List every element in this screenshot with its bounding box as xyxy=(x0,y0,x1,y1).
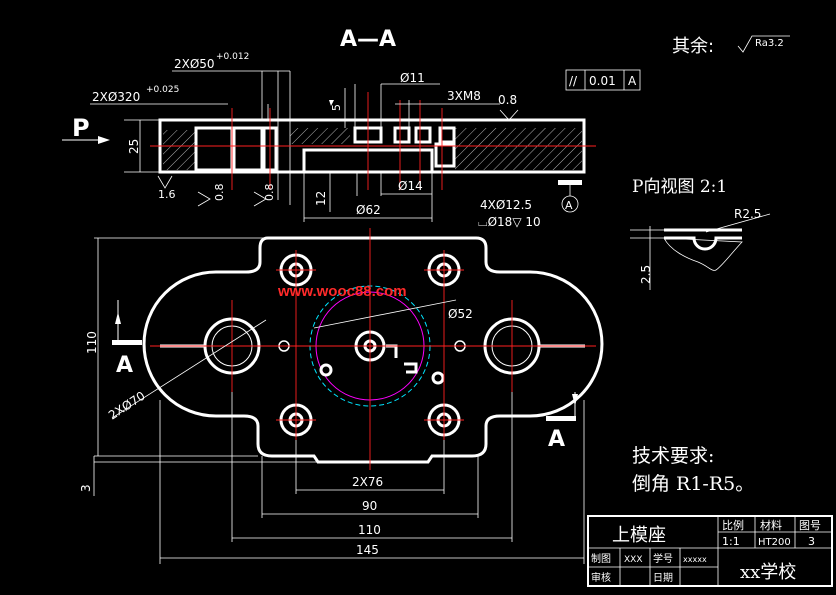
holes-note-line1: 4XØ12.5 xyxy=(480,198,532,212)
dim-d14: Ø14 xyxy=(398,179,423,193)
section-view xyxy=(158,118,586,174)
drawing-no-label: 图号 xyxy=(799,519,821,532)
dim-d62: Ø62 xyxy=(356,203,381,217)
holes-note-line2: ⌴Ø18▽ 10 xyxy=(478,215,541,229)
section-title: A—A xyxy=(340,27,396,52)
section-letter-left: A xyxy=(116,353,133,378)
material-value: HT200 xyxy=(758,537,791,548)
roughness-label: 其余: xyxy=(672,36,714,57)
plan-centerlines xyxy=(150,228,596,470)
tech-req-title: 技术要求: xyxy=(632,445,714,467)
datum-letter: A xyxy=(565,199,573,212)
checked-label: 审核 xyxy=(591,571,611,584)
school-name: xx学校 xyxy=(740,562,796,583)
scale-value: 1:1 xyxy=(722,535,740,548)
tolerance-frame: // 0.01 A xyxy=(565,69,641,91)
tol-symbol: // xyxy=(569,74,578,88)
date-label: 日期 xyxy=(653,572,673,584)
dim-2x76: 2X76 xyxy=(352,475,383,489)
tech-req-line1: 倒角 R1-R5。 xyxy=(632,473,754,495)
dim-r16: 1.6 xyxy=(158,188,176,201)
dim-h110: 110 xyxy=(85,331,99,354)
fit-second-tol: +0.025 xyxy=(146,85,179,95)
detail-height: 2.5 xyxy=(639,265,653,284)
detail-radius: R2.5 xyxy=(734,207,761,221)
watermark: www.wooc88.com xyxy=(277,283,407,300)
roughness-symbol xyxy=(737,35,790,53)
part-name: 上模座 xyxy=(612,525,666,546)
scale-label: 比例 xyxy=(722,518,744,532)
technical-requirements: 技术要求: 倒角 R1-R5。 xyxy=(632,445,754,495)
dim-r08a: 0.8 xyxy=(213,184,226,202)
dim-thread: 3XM8 xyxy=(447,89,481,103)
drawn-label: 制图 xyxy=(591,552,611,565)
dim-r70: 2XØ70 xyxy=(106,389,148,423)
section-dimensions: Ø11 3XM8 5 0.8 25 1.6 0.8 0.8 Ø14 12 xyxy=(124,71,519,222)
student-label: 学号 xyxy=(653,552,673,565)
roughness-value: Ra3.2 xyxy=(755,38,784,49)
dim-five: 5 xyxy=(330,104,343,111)
dim-height25: 25 xyxy=(127,139,141,154)
section-marker-left: A xyxy=(112,300,142,378)
p-view-detail: P向视图 2:1 2.5 R2.5 xyxy=(630,177,771,290)
drawing-no-value: 3 xyxy=(808,535,815,548)
dim-d11: Ø11 xyxy=(400,71,425,85)
title-block: 上模座 比例 材料 图号 1:1 HT200 3 制图 XXX 学号 xxxxx… xyxy=(587,515,833,587)
surface-roughness-note: 其余: Ra3.2 xyxy=(672,35,790,57)
material-label: 材料 xyxy=(760,518,782,532)
drawn-by: XXX xyxy=(624,555,643,565)
datum-a-symbol: A xyxy=(558,180,582,213)
view-arrow-p: P xyxy=(62,114,110,144)
fit-second: 2XØ320 xyxy=(92,90,140,104)
detail-title: P向视图 2:1 xyxy=(632,177,727,197)
fit-top: 2XØ50 xyxy=(174,57,215,71)
section-centerlines xyxy=(150,92,596,190)
dim-r08b: 0.8 xyxy=(263,184,276,202)
view-letter-p: P xyxy=(72,114,90,142)
tol-value: 0.01 xyxy=(589,74,616,88)
dim-145: 145 xyxy=(356,543,379,557)
dim-twelve: 12 xyxy=(314,191,328,206)
dim-three: 3 xyxy=(79,484,93,492)
plan-view xyxy=(142,236,604,464)
dim-depth08: 0.8 xyxy=(498,93,517,107)
dim-d52: Ø52 xyxy=(448,307,473,321)
section-marker-right: A xyxy=(546,392,578,452)
section-letter-right: A xyxy=(548,427,565,452)
fit-top-tol: +0.012 xyxy=(216,52,249,62)
holes-note: 4XØ12.5 ⌴Ø18▽ 10 xyxy=(478,198,541,229)
dim-110: 110 xyxy=(358,523,381,537)
tol-datum: A xyxy=(628,74,637,88)
student-no: xxxxx xyxy=(683,555,707,564)
dim-90: 90 xyxy=(362,499,377,513)
